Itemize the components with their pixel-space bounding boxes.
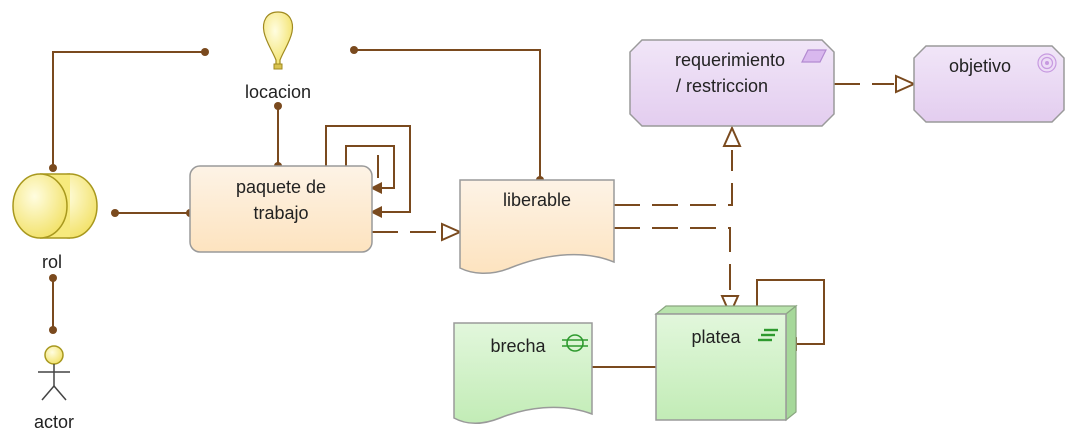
platea-node[interactable]: platea: [654, 304, 798, 422]
objetivo-node[interactable]: objetivo: [913, 45, 1065, 123]
brecha-node[interactable]: brecha: [453, 322, 593, 424]
paquete-self-loop-outer[interactable]: [325, 125, 411, 213]
liberable-platea-realization[interactable]: [614, 227, 731, 296]
platea-self-loop[interactable]: [756, 279, 825, 345]
paquete-self-loop-inner[interactable]: [345, 145, 395, 189]
paquete-de-trabajo-node[interactable]: paquete de trabajo: [189, 165, 373, 253]
objetivo-label: objetivo: [949, 56, 1011, 76]
rol-locacion-connector[interactable]: [52, 51, 205, 168]
actor-label: actor: [34, 412, 74, 432]
target-icon: [1037, 53, 1057, 73]
requerimiento-label-line1: requerimiento: [675, 50, 785, 70]
role-cylinder-icon: [12, 173, 98, 239]
rol-node[interactable]: rol: [12, 173, 98, 272]
requerimiento-restriccion-node[interactable]: requerimiento / restriccion: [629, 39, 835, 127]
liberable-label: liberable: [503, 190, 571, 210]
paquete-label-line1: paquete de: [236, 177, 326, 197]
actor-node[interactable]: actor: [34, 345, 74, 432]
locacion-label: locacion: [245, 82, 311, 102]
lightbulb-icon: [262, 11, 294, 70]
parallelogram-icon: [801, 49, 827, 63]
liberable-node[interactable]: liberable: [459, 179, 615, 274]
locacion-node[interactable]: locacion: [245, 11, 311, 102]
liberable-requerimiento-realization[interactable]: [614, 150, 733, 206]
paquete-label-line2: trabajo: [253, 203, 308, 223]
locacion-liberable-connector[interactable]: [354, 49, 541, 180]
requerimiento-label-line2: / restriccion: [676, 76, 768, 96]
plateau-icon: [758, 328, 778, 342]
rol-label: rol: [42, 252, 62, 272]
gap-icon: [562, 334, 588, 352]
brecha-label: brecha: [490, 336, 546, 356]
platea-label: platea: [691, 327, 741, 347]
stick-figure-icon: [38, 345, 70, 401]
